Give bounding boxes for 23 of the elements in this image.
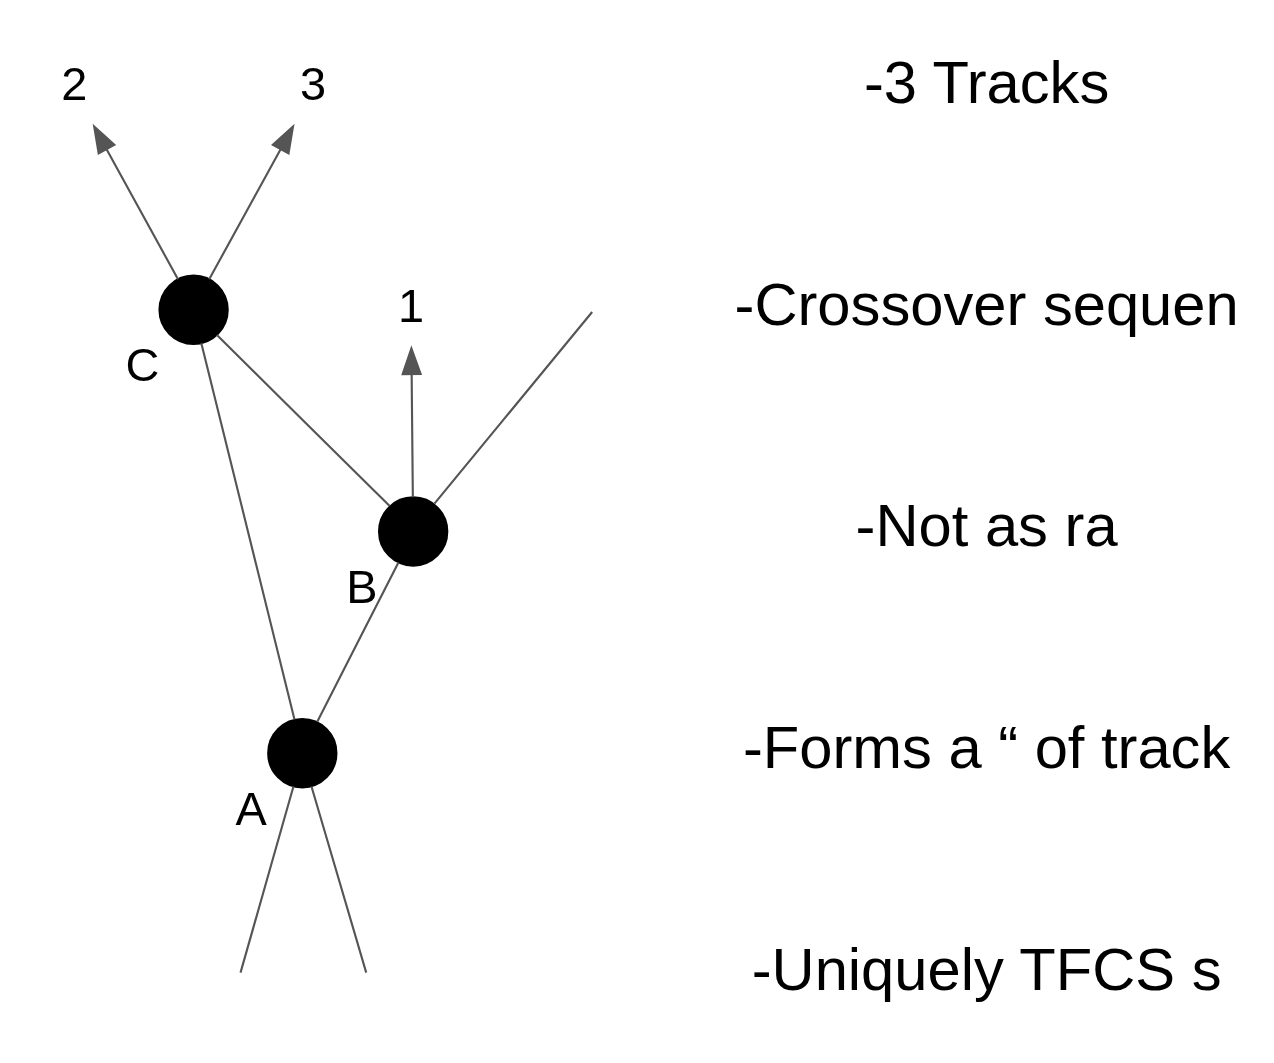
arrow bbox=[401, 345, 423, 498]
node-text: 3 bbox=[299, 58, 327, 111]
connector bbox=[316, 562, 400, 723]
label: -3 Tracks bbox=[863, 48, 1110, 116]
connector bbox=[216, 334, 391, 507]
node-label: C bbox=[125, 339, 160, 392]
node-text: 2 bbox=[61, 58, 88, 111]
node-circle bbox=[378, 496, 449, 567]
connector bbox=[433, 311, 593, 505]
connector bbox=[239, 786, 295, 973]
label: -Crossover sequen bbox=[734, 270, 1239, 338]
node-circle bbox=[267, 718, 338, 789]
label: -Uniquely TFCS s bbox=[751, 935, 1222, 1003]
label: -Forms a “ of track bbox=[742, 713, 1231, 781]
arrow bbox=[92, 123, 179, 280]
connector bbox=[310, 786, 368, 973]
node-label: A bbox=[235, 782, 267, 835]
node-circle bbox=[158, 274, 229, 345]
arrow bbox=[208, 123, 295, 280]
node-text: 1 bbox=[398, 279, 425, 332]
label: -Not as ra bbox=[855, 492, 1118, 560]
connector bbox=[200, 342, 296, 720]
node-label: B bbox=[346, 561, 378, 614]
